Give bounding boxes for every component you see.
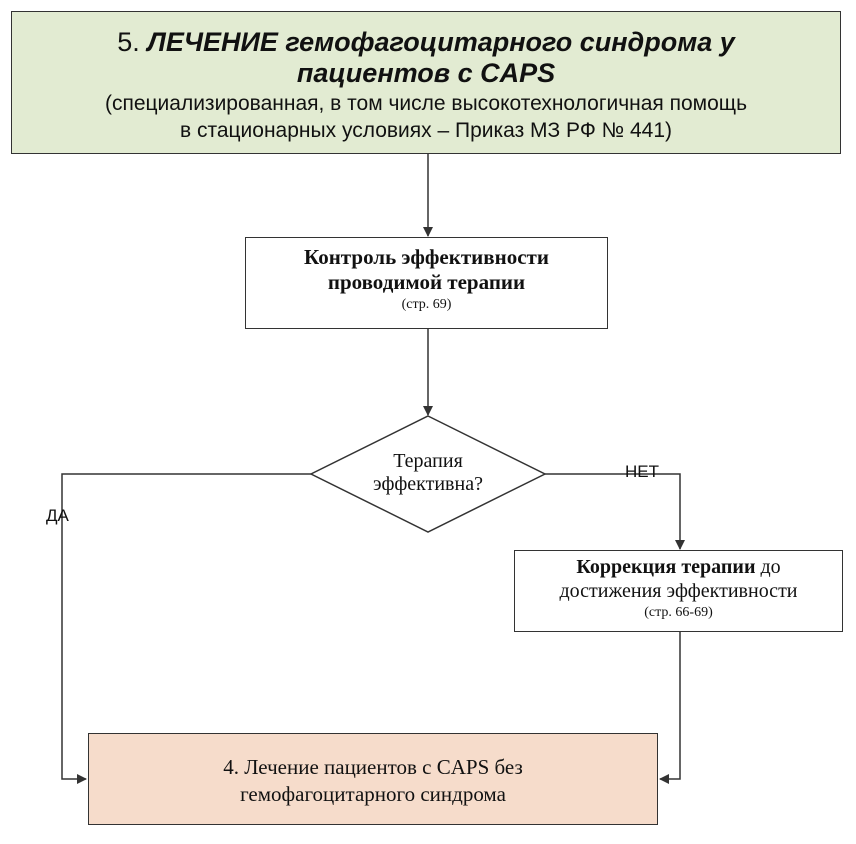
arrow-no-to-correction xyxy=(545,473,685,550)
bottom-line2: гемофагоцитарного синдрома xyxy=(240,782,506,806)
decision-diamond xyxy=(309,415,547,533)
header-subtitle-line2: в стационарных условиях – Приказ МЗ РФ №… xyxy=(179,119,673,142)
correction-title-bold: Коррекция терапии xyxy=(576,556,756,578)
correction-title-line1: Коррекция терапии до xyxy=(515,555,842,579)
treatment-header-box: 5. ЛЕЧЕНИЕ гемофагоцитарного синдрома у … xyxy=(11,11,841,154)
control-page-ref: (стр. 69) xyxy=(401,297,452,312)
control-title-line2: проводимой терапии xyxy=(327,270,526,294)
correction-title-line2: достижения эффективности xyxy=(559,580,798,602)
control-title-line1: Контроль эффективности xyxy=(304,245,549,269)
header-title-line2: пациентов с CAPS xyxy=(296,58,556,88)
branch-label-no: НЕТ xyxy=(625,462,659,481)
header-title-line1: 5. ЛЕЧЕНИЕ гемофагоцитарного синдрома у xyxy=(12,26,840,58)
decision-line1: Терапия xyxy=(393,450,463,472)
arrow-yes-to-bottom xyxy=(61,473,311,784)
correction-title-rest: до xyxy=(755,556,781,578)
correction-page-ref: (стр. 66-69) xyxy=(644,605,713,620)
header-subtitle-line1: (специализированная, в том числе высокот… xyxy=(104,92,748,115)
arrow-correction-to-bottom xyxy=(659,632,681,784)
header-title-text: ЛЕЧЕНИЕ гемофагоцитарного синдрома у xyxy=(147,27,735,57)
branch-label-yes: ДА xyxy=(46,506,69,525)
correction-therapy-box: Коррекция терапии до достижения эффектив… xyxy=(514,550,843,632)
caps-treatment-box: 4. Лечение пациентов с CAPS без гемофаго… xyxy=(88,733,658,825)
decision-text: Терапия эффективна? xyxy=(330,450,526,496)
bottom-line1: 4. Лечение пациентов с CAPS без xyxy=(223,755,523,779)
header-number: 5. xyxy=(117,27,140,57)
control-therapy-box: Контроль эффективности проводимой терапи… xyxy=(245,237,608,329)
decision-line2: эффективна? xyxy=(373,473,483,495)
